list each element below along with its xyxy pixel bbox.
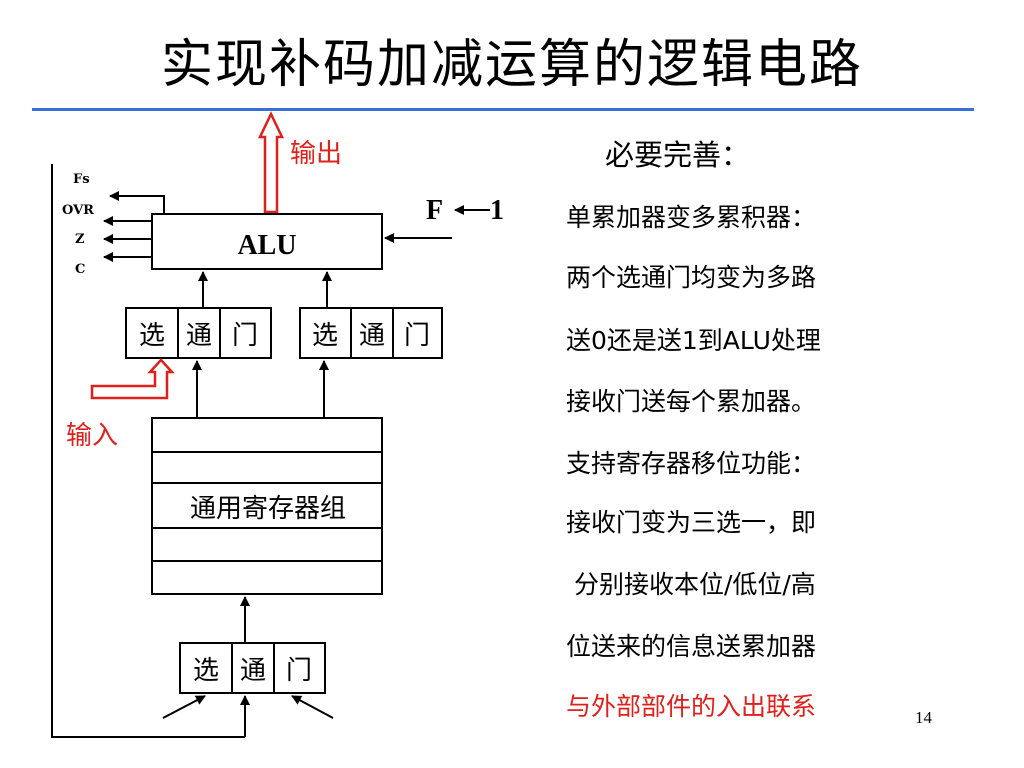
flag-c-label: C: [75, 262, 85, 277]
note-line: 单累加器变多累积器：: [566, 203, 817, 232]
register-group: 通用寄存器组: [151, 417, 383, 595]
input-arrow-icon: [90, 358, 175, 400]
register-group-label: 通用寄存器组: [190, 494, 346, 524]
gate-part-gate: 门: [404, 321, 430, 351]
input-label: 输入: [66, 421, 118, 451]
one-label: 1: [490, 195, 504, 226]
feedback-loop-line: [51, 164, 245, 738]
output-arrow-icon: [258, 111, 284, 214]
flag-z-label: Z: [75, 232, 85, 247]
left-select-gate: 选 通 门: [125, 307, 272, 359]
flag-ovr-label: OVR: [62, 203, 94, 218]
gate-part-pass: 通: [359, 321, 385, 351]
gate-part-pass: 通: [240, 656, 266, 686]
flag-fs-arrow: [109, 191, 165, 214]
note-line-highlight: 与外部部件的入出联系: [566, 692, 817, 721]
flag-fs-label: Fs: [73, 172, 90, 187]
page-number: 14: [915, 708, 932, 727]
page-title: 实现补码加减运算的逻辑电路: [160, 35, 863, 95]
alu-label: ALU: [237, 230, 296, 261]
notes-heading: 必要完善：: [605, 138, 751, 172]
bottom-select-gate: 选 通 门: [179, 642, 326, 694]
note-line: 位送来的信息送累加器: [566, 632, 817, 661]
gate-part-gate: 门: [232, 321, 258, 351]
gate-part-select: 选: [312, 321, 338, 351]
alu-box: [151, 213, 383, 270]
output-label: 输出: [290, 139, 342, 169]
note-line: 支持寄存器移位功能：: [566, 449, 817, 478]
title-divider: [32, 108, 974, 111]
right-select-gate: 选 通 门: [299, 307, 443, 359]
note-line: 接收门变为三选一，即: [566, 508, 817, 537]
note-line: 分别接收本位/低位/高: [566, 570, 816, 599]
f-label: F: [426, 195, 443, 226]
gate-part-select: 选: [193, 656, 219, 686]
gate-part-select: 选: [139, 321, 165, 351]
note-line: 两个选通门均变为多路: [566, 263, 817, 292]
note-line: 送0还是送1到ALU处理: [566, 326, 821, 355]
bottom-input-right-arrow: [291, 695, 334, 719]
bottom-input-left-arrow: [162, 695, 206, 719]
gate-part-gate: 门: [286, 656, 312, 686]
gate-part-pass: 通: [186, 321, 212, 351]
note-line: 接收门送每个累加器。: [566, 387, 817, 416]
